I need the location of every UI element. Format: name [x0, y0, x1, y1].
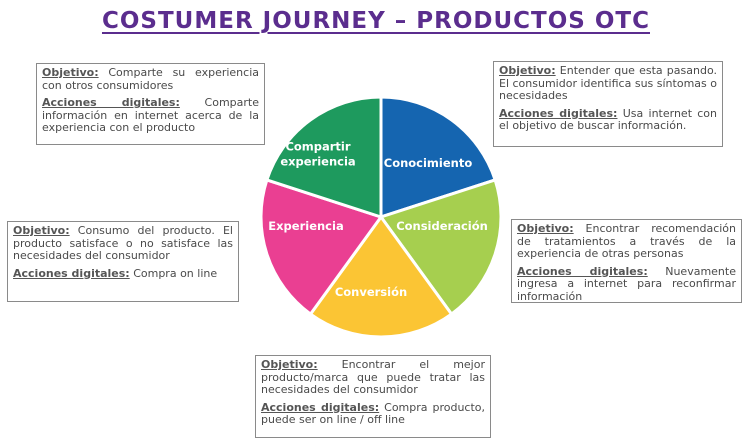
diagram-title: COSTUMER JOURNEY – PRODUCTOS OTC: [101, 8, 650, 34]
pie-label-conversion: Conversión: [335, 285, 407, 299]
acciones-label: Acciones digitales:: [42, 96, 180, 109]
info-box-experiencia: Objetivo: Consumo del producto. El produ…: [7, 221, 239, 302]
pie-slice-consideracion: [379, 178, 503, 316]
objetivo-label: Objetivo:: [42, 66, 99, 79]
pie-slice-conocimiento: [379, 95, 497, 219]
acciones-label: Acciones digitales:: [517, 264, 648, 278]
objetivo-label: Objetivo:: [499, 64, 556, 77]
info-box-conversion: Objetivo: Encontrar el mejor producto/ma…: [255, 355, 491, 438]
pie-label-conocimiento: Conocimiento: [384, 156, 473, 170]
pie-label-experiencia: Experiencia: [268, 219, 343, 233]
objetivo-text: Comparte su experiencia con otros consum…: [42, 66, 259, 92]
pie-slice-conversion: [308, 215, 454, 339]
info-box-conocimiento: Objetivo: Entender que esta pasando. El …: [493, 61, 723, 147]
objetivo-label: Objetivo:: [13, 224, 70, 237]
objetivo-text: Consumo del producto. El producto satisf…: [13, 224, 233, 262]
objetivo-label: Objetivo:: [517, 222, 574, 235]
info-box-compartir: Objetivo: Comparte su experiencia con ot…: [36, 63, 265, 145]
objetivo-label: Objetivo:: [261, 358, 318, 371]
objetivo-text: Encontrar el mejor producto/marca que pu…: [261, 358, 485, 396]
acciones-text: Nuevamente ingresa a internet para recon…: [517, 264, 736, 303]
acciones-text: Compra on line: [133, 266, 218, 280]
objetivo-text: Entender que esta pasando. El consumidor…: [499, 64, 717, 102]
acciones-text: Usa internet con el objetivo de buscar i…: [499, 106, 718, 132]
acciones-label: Acciones digitales:: [499, 106, 618, 120]
pie-slice-compartir: [265, 95, 383, 219]
info-box-consideracion: Objetivo: Encontrar recomendación de tra…: [511, 219, 742, 303]
acciones-label: Acciones digitales:: [261, 400, 380, 414]
acciones-text: Compra producto, puede ser on line / off…: [261, 400, 486, 426]
pie-slice-experiencia: [259, 178, 383, 316]
pie-label-consideracion: Consideración: [396, 219, 488, 233]
acciones-label: Acciones digitales:: [13, 266, 130, 280]
objetivo-text: Encontrar recomendación de tratamientos …: [517, 222, 737, 260]
acciones-text: Comparte información en internet acerca …: [42, 96, 259, 134]
